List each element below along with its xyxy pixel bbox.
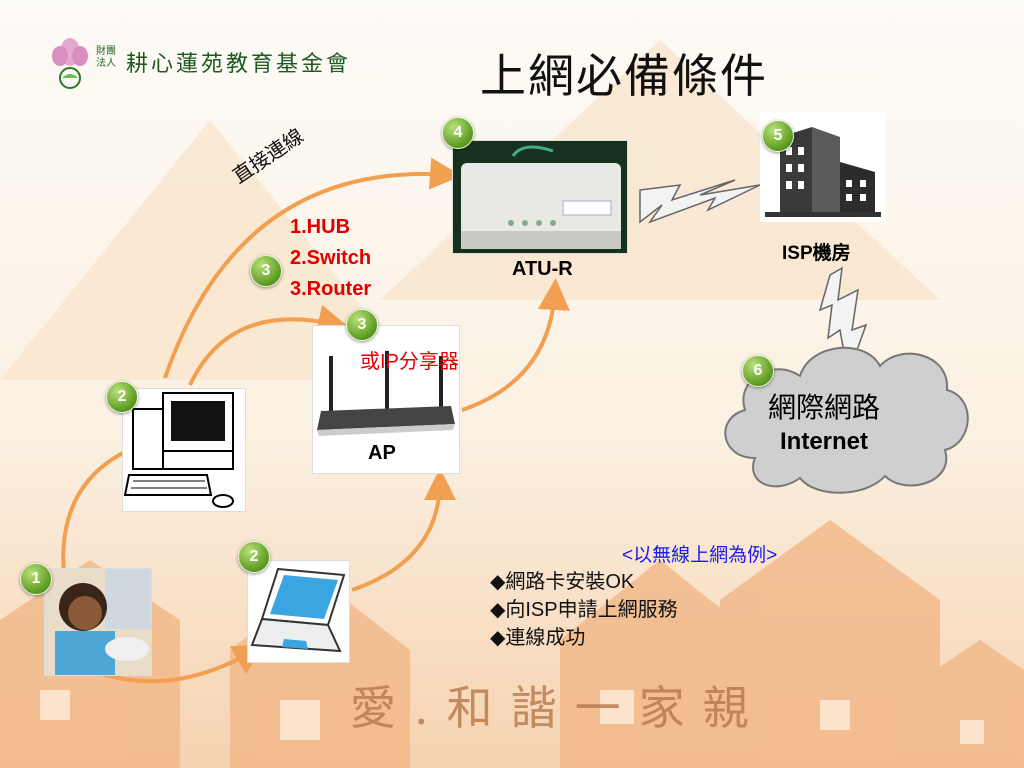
lotus-logo-icon [52,38,88,89]
child-at-computer-photo [44,568,152,676]
ap-label: AP [368,442,396,464]
atu-r-label: ATU-R [512,258,573,280]
ip-sharer-label: 或IP分享器 [360,351,459,373]
logo-main-text: 耕心蓮苑教育基金會 [126,52,352,77]
desktop-computer-image [122,388,246,512]
step-badge-2-pc: 2 [106,381,138,413]
modem-icon [461,145,621,249]
step-badge-3-ap: 3 [346,309,378,341]
child-photo-icon [55,569,151,675]
arrow-ap-to-atu [461,278,570,412]
isp-building-icon [760,112,886,222]
page-title: 上網必備條件 [480,49,768,103]
laptop-image [247,560,350,663]
device-hub: 1.HUB [290,216,351,238]
wireless-router-icon [317,351,455,436]
list-item: ◆向ISP申請上網服務 [490,599,678,621]
internet-cloud-icon [724,346,969,494]
step-badge-1: 1 [20,563,52,595]
footer-calligraphy: 愛.和諧一家親 [350,681,767,735]
isp-room-label: ISP機房 [782,243,851,264]
internet-label-en: Internet [780,428,869,455]
step-badge-6: 6 [742,355,774,387]
logo-small-text: 財團法人 [96,46,116,69]
network-device-list: 1.HUB 2.Switch 3.Router [290,212,371,305]
device-router: 3.Router [290,278,372,300]
laptop-icon [250,567,346,653]
desktop-pc-icon [123,392,234,508]
ap-router-image [312,325,460,474]
list-item: ◆網路卡安裝OK [490,571,635,593]
example-heading: <以無線上網為例> [622,545,778,566]
lightning-atu-isp-icon [639,179,761,224]
step-badge-2-laptop: 2 [238,541,270,573]
atu-r-modem-image [452,140,628,254]
arrow-pc-to-atu [163,157,462,379]
device-switch: 2.Switch [290,247,372,269]
internet-label-zh: 網際網路 [768,392,881,423]
arrow-laptop-to-ap [351,468,456,592]
step-badge-4: 4 [442,117,474,149]
step-badge-5: 5 [762,120,794,152]
list-item: ◆連線成功 [490,627,586,649]
step-badge-3-hub: 3 [250,255,282,287]
example-list: ◆網路卡安裝OK ◆向ISP申請上網服務 ◆連線成功 [490,568,678,652]
arrow-pc-to-ap [188,304,350,386]
